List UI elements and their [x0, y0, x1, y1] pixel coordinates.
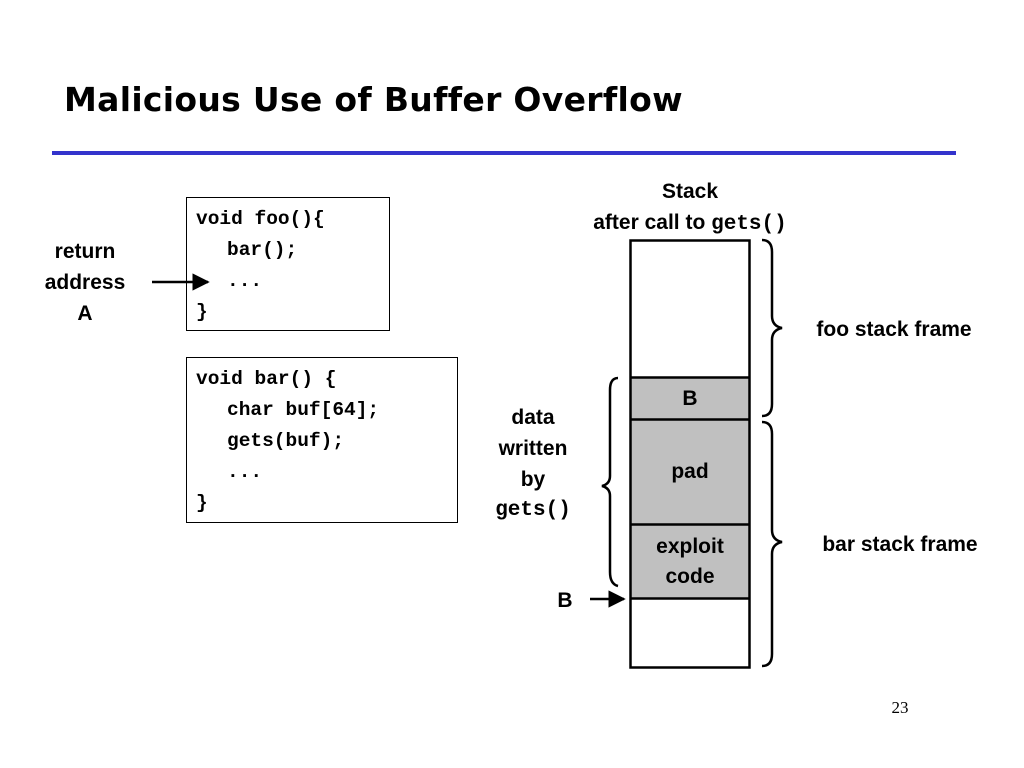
stack-cell-empty-bottom [630, 598, 750, 668]
stack-cell-b: B [630, 377, 750, 420]
data-written-brace [601, 376, 619, 588]
data-written-line: by [520, 468, 546, 491]
foo-code-box: void foo(){ bar(); ... } [186, 197, 390, 331]
code-line: bar(); [227, 239, 298, 261]
stack-subtitle-text: after call to [593, 211, 712, 234]
foo-frame-brace [761, 238, 783, 418]
code-line: ... [227, 461, 263, 483]
code-line: } [196, 492, 208, 514]
stack-outline [629, 239, 751, 669]
pointer-b-label: B [557, 589, 573, 612]
stack-cell-pad: pad [630, 419, 750, 525]
stack-cell-label-line: code [665, 564, 715, 588]
data-written-line: data [511, 406, 555, 429]
data-written-code: gets() [495, 499, 571, 522]
stack-cell-label: B [682, 386, 698, 410]
return-address-line: A [77, 302, 93, 325]
bar-frame-label: bar stack frame [822, 533, 978, 556]
code-line: gets(buf); [227, 430, 345, 452]
data-written-label: data written by gets() [478, 402, 588, 526]
bar-frame-brace [761, 420, 783, 668]
stack-cell-exploit-code: exploit code [630, 524, 750, 599]
return-address-line: address [44, 271, 126, 294]
code-line: ... [227, 270, 263, 292]
stack-title: Stack [661, 180, 719, 203]
stack-cell-label: pad [671, 460, 709, 483]
stack-caption: Stack after call to gets() [560, 176, 820, 240]
code-line: } [196, 301, 208, 323]
stack-borders [629, 239, 751, 669]
code-line: void bar() { [196, 368, 337, 390]
stack-cell-empty-top [630, 240, 750, 378]
bar-code-box: void bar() { char buf[64]; gets(buf); ..… [186, 357, 458, 523]
title-rule [52, 151, 956, 155]
code-line: void foo(){ [196, 208, 325, 230]
slide-title: Malicious Use of Buffer Overflow [64, 80, 683, 119]
stack-subtitle: after call to gets() [560, 207, 820, 240]
return-address-line: return [54, 240, 116, 263]
page-number: 23 [891, 698, 909, 717]
stack-column: B pad exploit code [630, 240, 750, 668]
stack-subtitle-code: gets() [711, 213, 787, 236]
code-line: char buf[64]; [227, 399, 380, 421]
data-written-line: written [498, 437, 568, 460]
return-address-label: return address A [30, 236, 140, 329]
foo-frame-label: foo stack frame [816, 318, 972, 341]
stack-cell-label-line: exploit [656, 534, 724, 558]
